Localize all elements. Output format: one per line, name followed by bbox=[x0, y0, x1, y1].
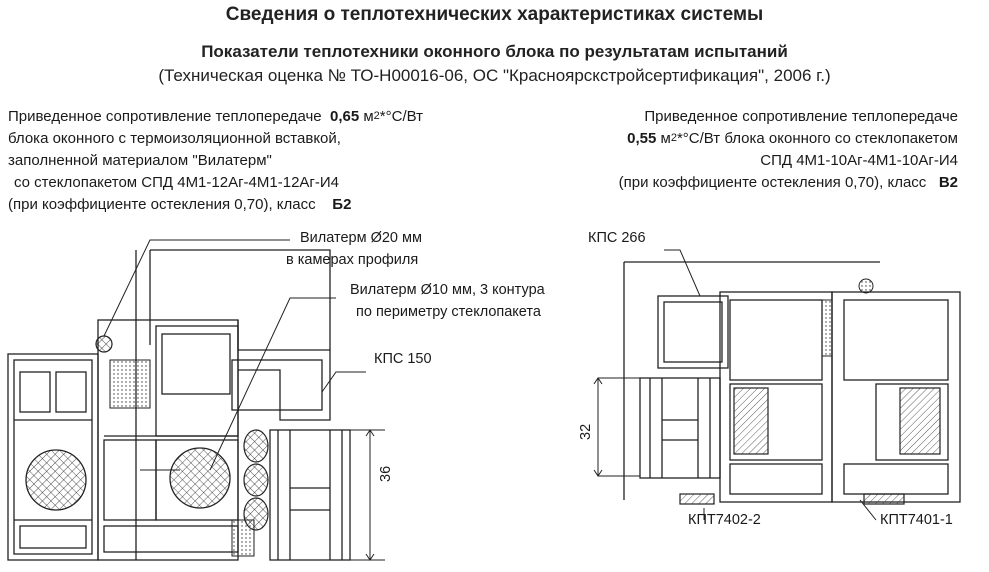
leader-vilaterm20 bbox=[103, 239, 290, 337]
label-kpt7401: КПТ7401-1 bbox=[880, 512, 953, 528]
leader-kps150 bbox=[321, 371, 366, 393]
left-vilaterm-circle-2 bbox=[169, 447, 231, 509]
label-dim-32: 32 bbox=[578, 423, 594, 440]
left-line5: (при коэффициенте остекления 0,70), клас… bbox=[8, 196, 352, 213]
right-seals bbox=[821, 278, 874, 357]
leader-kps266 bbox=[664, 249, 701, 297]
label-vilaterm10-line1: Вилатерм Ø10 мм, 3 контура bbox=[350, 282, 545, 298]
right-leader-lines bbox=[664, 249, 877, 521]
left-line4: со стеклопакетом СПД 4М1-12Аг-4М1-12Аг-И… bbox=[14, 174, 340, 191]
label-dim-36: 36 bbox=[378, 465, 394, 482]
label-vilaterm20-line2: в камерах профиля bbox=[286, 252, 419, 268]
left-line3: заполненной материалом "Вилатерм" bbox=[8, 152, 272, 169]
left-vilaterm-20-cylinders bbox=[25, 447, 231, 511]
label-vilaterm10-line2: по периметру стеклопакета bbox=[356, 304, 541, 320]
leader-vilaterm10 bbox=[209, 297, 336, 471]
left-leader-lines bbox=[103, 239, 366, 471]
left-class: Б2 bbox=[332, 196, 352, 213]
right-line2: 0,55 м2*°С/Вт блока оконного со стеклопа… bbox=[627, 130, 958, 147]
left-vilaterm-10-cords bbox=[95, 335, 269, 531]
right-line1: Приведенное сопротивление теплопередаче bbox=[644, 108, 958, 125]
right-profile-section bbox=[593, 261, 961, 503]
left-seals bbox=[109, 359, 255, 557]
right-thermal-inserts bbox=[679, 387, 941, 505]
left-glass-unit bbox=[269, 429, 351, 561]
right-glass-unit bbox=[639, 377, 721, 479]
page-subtitle: Показатели теплотехники оконного блока п… bbox=[201, 42, 788, 61]
leader-kpt7401 bbox=[859, 499, 877, 521]
label-kps150: КПС 150 bbox=[374, 351, 432, 367]
page-subtitle-source: (Техническая оценка № ТО-Н00016-06, ОС "… bbox=[158, 66, 831, 85]
left-line2: блока оконного с термоизоляционной встав… bbox=[8, 130, 341, 147]
left-resistance-value: 0,65 bbox=[329, 108, 360, 125]
right-info-block: Приведенное сопротивление теплопередаче … bbox=[619, 106, 958, 194]
right-resistance-value: 0,55 bbox=[627, 130, 657, 147]
left-vilaterm-circle-1 bbox=[25, 449, 87, 511]
page-title: Сведения о теплотехнических характеристи… bbox=[225, 4, 764, 25]
right-line3: СПД 4М1-10Аг-4М1-10Аг-И4 bbox=[760, 152, 958, 169]
left-line1: Приведенное сопротивление теплопередаче … bbox=[8, 108, 424, 125]
left-profile-section bbox=[7, 249, 385, 561]
right-kps266-profile bbox=[657, 295, 729, 369]
right-line4: (при коэффициенте остекления 0,70), клас… bbox=[618, 174, 958, 191]
right-frame-outer bbox=[831, 291, 961, 503]
left-info-block: Приведенное сопротивление теплопередаче … bbox=[8, 106, 423, 216]
right-class: В2 bbox=[938, 174, 958, 191]
right-insert-2 bbox=[899, 387, 941, 455]
label-vilaterm20-line1: Вилатерм Ø20 мм bbox=[300, 230, 422, 246]
label-kps266: КПС 266 bbox=[588, 230, 646, 246]
right-insert-1 bbox=[733, 387, 769, 455]
label-kpt7402: КПТ7402-2 bbox=[688, 512, 761, 528]
